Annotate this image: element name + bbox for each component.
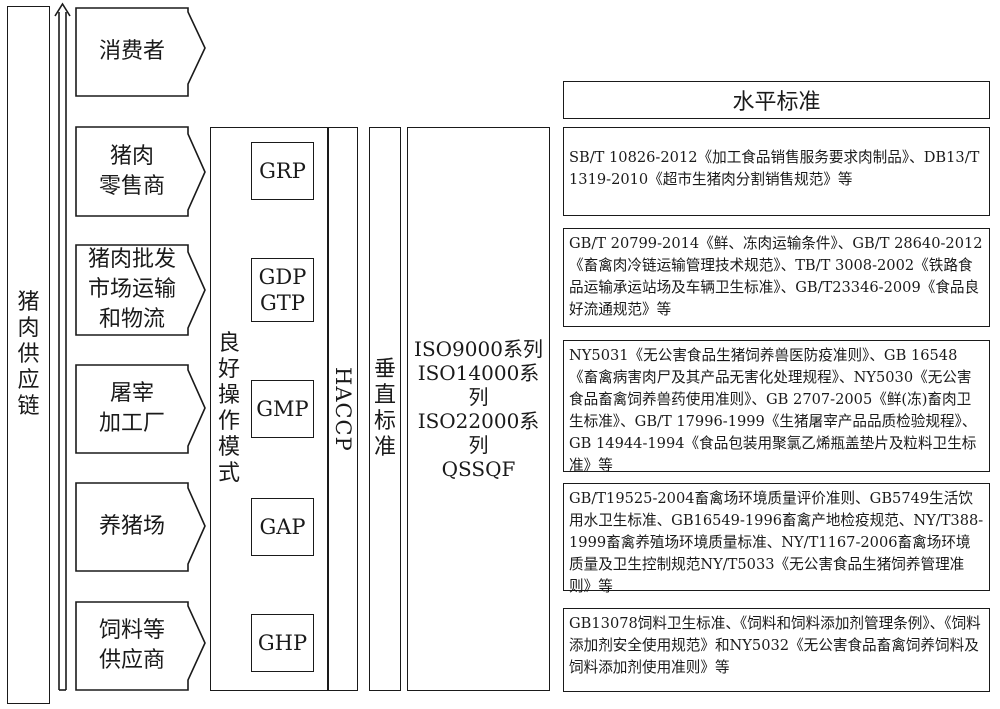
practice-ghp: GHP <box>251 614 314 672</box>
vertical-standards-box <box>369 127 401 691</box>
standard-retail-box <box>563 127 990 216</box>
supply-chain-box <box>7 6 50 704</box>
haccp-label: HACCP <box>331 366 355 452</box>
stage-arrow-farm <box>75 482 206 572</box>
stage-arrow-supplier <box>75 601 206 691</box>
standard-farm-text: GB/T19525-2004畜禽场环境质量评价准则、GB5749生活饮用水卫生标… <box>569 490 984 595</box>
standard-slaughter-box <box>563 340 990 472</box>
stage-wholesale-logistics: 猪肉批发 市场运输 和物流 <box>87 247 176 332</box>
practice-gmp: GMP <box>251 380 314 438</box>
stage-consumer: 消费者 <box>98 39 165 64</box>
iso-standards-text: ISO9000系列 ISO14000系列 ISO22000系列 QSSQF <box>414 337 543 481</box>
standard-feed-text: GB13078饲料卫生标准、《饲料和饲料添加剂管理条例》、《饲料添加剂安全使用规… <box>569 615 981 676</box>
good-practice-label: 良好操作模式 <box>217 331 240 486</box>
horizontal-standards-header: 水平标准 <box>563 81 990 119</box>
stage-pig-farm: 养猪场 <box>98 514 165 539</box>
stage-retailer: 猪肉 零售商 <box>98 143 165 199</box>
standard-logistics-box <box>563 228 990 327</box>
stage-arrow-wholesale <box>75 244 206 336</box>
standard-slaughter-text: NY5031《无公害食品生猪饲养兽医防疫准则》、GB 16548《畜禽病害肉尸及… <box>569 347 977 474</box>
practice-gap: GAP <box>251 498 314 556</box>
stage-arrow-slaughter <box>75 364 206 454</box>
practice-grp: GRP <box>251 142 314 200</box>
vertical-standards-label: 垂直标准 <box>373 357 396 460</box>
stage-feed-supplier: 饲料等 供应商 <box>98 618 165 673</box>
haccp-box <box>328 127 358 691</box>
standard-farm-box <box>563 483 990 591</box>
practice-gdp-gtp: GDP GTP <box>251 258 314 322</box>
stage-slaughterhouse: 屠宰 加工厂 <box>98 381 165 436</box>
standard-retail-text: SB/T 10826-2012《加工食品销售服务要求肉制品》、DB13/T 13… <box>569 149 980 188</box>
supply-chain-label: 猪肉供应链 <box>17 290 40 419</box>
standard-logistics-text: GB/T 20799-2014《鲜、冻肉运输条件》、GB/T 28640-201… <box>569 235 983 318</box>
stage-arrow-consumer <box>75 7 206 97</box>
iso-standards-box: ISO9000系列 ISO14000系列 ISO22000系列 QSSQF <box>407 127 550 691</box>
standard-feed-box <box>563 608 990 692</box>
stage-arrow-retailer <box>75 126 206 217</box>
upward-arrowhead <box>54 2 71 17</box>
